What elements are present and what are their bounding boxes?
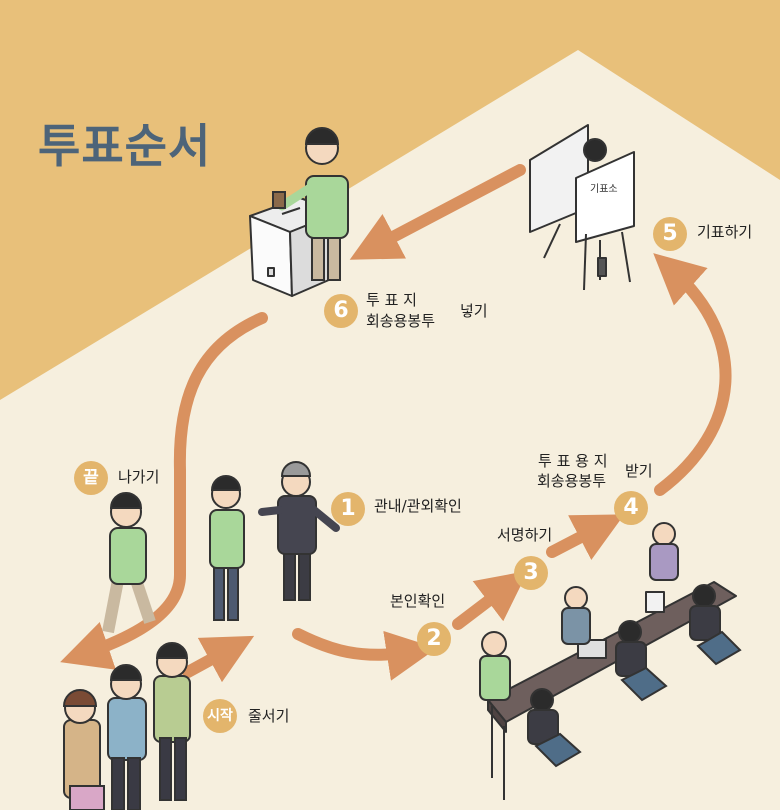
step-end-badge: 끝 [74,461,108,495]
registration-table [487,581,737,800]
exiting-voter [102,492,156,634]
step-1-label: 관내/관외확인 [374,497,462,515]
arrow-start-to-1 [182,635,255,683]
arrow-3-to-4 [546,514,625,560]
queue-person-1 [62,689,105,810]
step-end-label: 나가기 [118,468,160,486]
step-6-label-suffix: 넣기 [460,302,488,320]
booth-sign: 기표소 [590,184,618,195]
step-start-badge: 시작 [203,699,237,733]
step-5-badge: 5 [653,217,687,251]
step-2-badge: 2 [417,622,451,656]
step-start-label: 줄서기 [248,707,290,725]
arrow-6-to-end [60,312,268,670]
arrow-1-to-2 [292,628,437,681]
flow-arrows [60,164,732,683]
step-6-badge: 6 [324,294,358,328]
voting-booth [529,124,635,291]
voter-at-check [209,475,245,621]
step-6-label-line2: 회송용봉투 [366,312,436,330]
arrow-5-to-6 [349,164,526,260]
staff-and-voters-at-table [479,522,742,768]
step-1-badge: 1 [331,492,365,526]
arrow-4-to-5 [653,253,732,496]
step-4-label-line1: 투 표 용 지 [538,452,608,470]
step-4-label-line2: 회송용봉투 [537,472,607,490]
queue-person-2 [107,664,147,810]
voter-casting-ballot [272,127,349,281]
step-4-badge: 4 [614,491,648,525]
officer-at-check [258,461,340,601]
page-title: 투표순서 [38,119,212,173]
step-4-label-suffix: 받기 [625,462,653,480]
step-2-label: 본인확인 [390,592,446,610]
arrow-2-to-3 [452,570,529,630]
step-3-badge: 3 [514,556,548,590]
step-5-label: 기표하기 [697,223,753,241]
queue-person-3 [153,642,191,801]
step-6-label-line1: 투 표 지 [366,291,417,309]
step-3-label: 서명하기 [497,526,553,544]
